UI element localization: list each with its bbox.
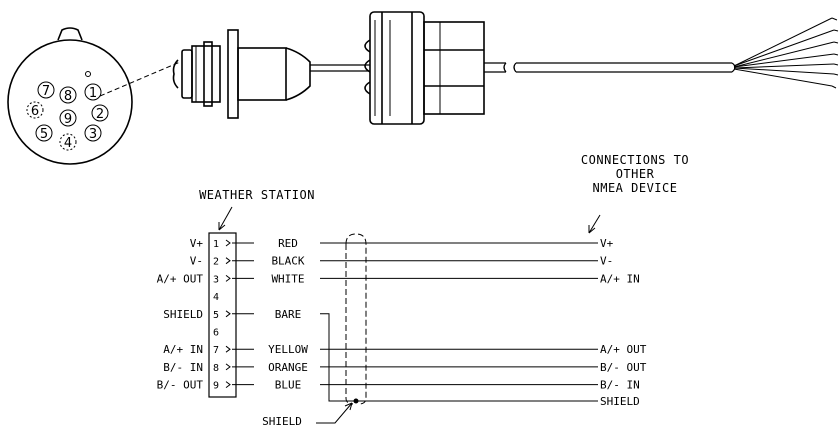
other-device-arrowhead (588, 225, 596, 234)
svg-text:2: 2 (96, 107, 104, 122)
right-signal-2: V- (600, 255, 613, 268)
other-device-arrow (588, 214, 601, 234)
terminal-number-9: 9 (213, 381, 219, 392)
connector-pin-4: 4 (59, 133, 77, 151)
cable-nut (364, 11, 485, 125)
left-signal-3: A/+ OUT (157, 272, 204, 285)
shield-callout-leader (316, 402, 353, 424)
right-signal-1: V+ (600, 237, 614, 250)
connector-pin-7: 7 (37, 81, 55, 99)
terminal-number-6: 6 (213, 328, 219, 339)
terminal-number-4: 4 (213, 292, 219, 303)
cable-fanout-wires (733, 17, 839, 89)
wire-color-label: ORANGE (268, 361, 308, 374)
svg-text:1: 1 (89, 86, 97, 101)
wire-black: BLACK V- (225, 255, 613, 268)
svg-text:9: 9 (64, 112, 72, 127)
svg-text:8: 8 (64, 89, 72, 104)
connector-pin-8: 8 (59, 86, 77, 104)
terminal-number-8: 8 (213, 363, 219, 374)
connector-face: 7 8 1 6 9 2 5 4 (7, 27, 133, 165)
terminal-number-7: 7 (213, 345, 219, 356)
wire-color-label: BLACK (271, 255, 304, 268)
left-signal-1: V+ (190, 237, 204, 250)
wire-color-label: YELLOW (268, 343, 308, 356)
wire-white: WHITE A/+ IN (225, 272, 640, 285)
terminal-number-5: 5 (213, 310, 219, 321)
right-signal-8: B/- OUT (600, 361, 647, 374)
right-signal-7: A/+ OUT (600, 343, 647, 356)
left-signal-7: A/+ IN (163, 343, 203, 356)
terminal-number-2: 2 (213, 257, 219, 268)
weather-station-arrow (218, 206, 233, 231)
shield-callout-label: SHIELD (262, 415, 302, 428)
cable-plug (172, 29, 311, 119)
left-signal-9: B/- OUT (157, 379, 204, 392)
svg-text:3: 3 (89, 127, 97, 142)
cable-segment-3 (513, 62, 736, 73)
right-signal-9: B/- IN (600, 379, 640, 392)
right-signal-3: A/+ IN (600, 272, 640, 285)
connector-pin-5: 5 (35, 124, 53, 142)
other-device-title-line2: OTHER (616, 167, 655, 181)
wire-red: RED V+ (225, 237, 614, 250)
wire-yellow: YELLOW A/+ OUT (225, 343, 647, 356)
wire-color-label: BLUE (275, 379, 302, 392)
wire-color-label: BARE (275, 308, 302, 321)
cable-segment-1 (310, 64, 370, 72)
terminal-number-3: 3 (213, 274, 219, 285)
wire-color-label: WHITE (271, 272, 304, 285)
connector-pin-9: 9 (59, 109, 77, 127)
svg-text:5: 5 (40, 127, 48, 142)
wire-blue: BLUE B/- IN (225, 379, 640, 392)
face-leader-line (99, 61, 181, 97)
other-device-title-line3: NMEA DEVICE (593, 181, 678, 195)
terminal-number-1: 1 (213, 239, 219, 250)
svg-text:4: 4 (64, 136, 72, 151)
wire-runs: RED V+ BLACK V- WHITE A/+ IN BARE SHIELD YELLOW A… (225, 237, 647, 408)
right-signal-5: SHIELD (600, 395, 640, 408)
connector-pin-3: 3 (84, 124, 102, 142)
terminal-block (208, 232, 237, 398)
terminal-numbers: 1 2 3 4 5 6 7 8 9 (213, 239, 219, 392)
left-signal-8: B/- IN (163, 361, 203, 374)
other-device-title-line1: CONNECTIONS TO (581, 153, 689, 167)
weather-station-arrowhead (218, 222, 226, 231)
shield-sleeve (345, 233, 367, 405)
left-signal-labels: V+ V- A/+ OUT SHIELD A/+ IN B/- IN B/- OUT (157, 237, 204, 392)
left-signal-5: SHIELD (163, 308, 203, 321)
svg-text:7: 7 (42, 84, 50, 99)
connector-pin-2: 2 (91, 104, 109, 122)
svg-text:6: 6 (31, 104, 39, 119)
wire-orange: ORANGE B/- OUT (225, 361, 647, 374)
cable-segment-2 (484, 62, 507, 73)
wire-color-label: RED (278, 237, 298, 250)
shield-callout-arrowhead (344, 402, 353, 411)
connector-pin-1: 1 (84, 83, 102, 101)
left-signal-2: V- (190, 255, 203, 268)
connector-pin-6: 6 (26, 101, 44, 119)
wire-bare: BARE SHIELD (225, 308, 640, 408)
weather-station-title: WEATHER STATION (199, 188, 315, 202)
